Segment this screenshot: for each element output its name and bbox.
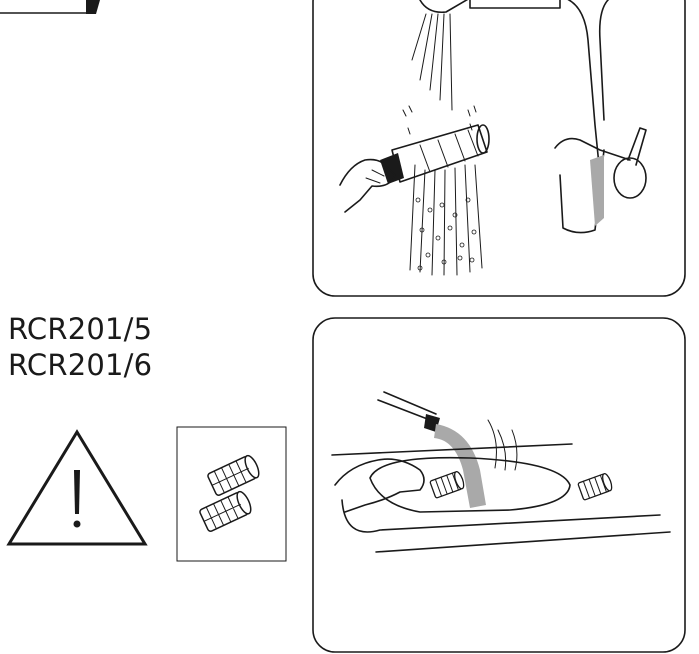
panel-frame-bottom [312,317,686,653]
water-droplets [415,197,477,271]
filter-cartridge [380,124,490,184]
panel-frame-top [312,0,686,297]
prev-panel-fragment [0,0,100,14]
model-numbers: RCR201/5 RCR201/6 [8,311,152,383]
model-number-1: RCR201/5 [8,312,153,346]
model-number-2: RCR201/6 [8,348,153,382]
